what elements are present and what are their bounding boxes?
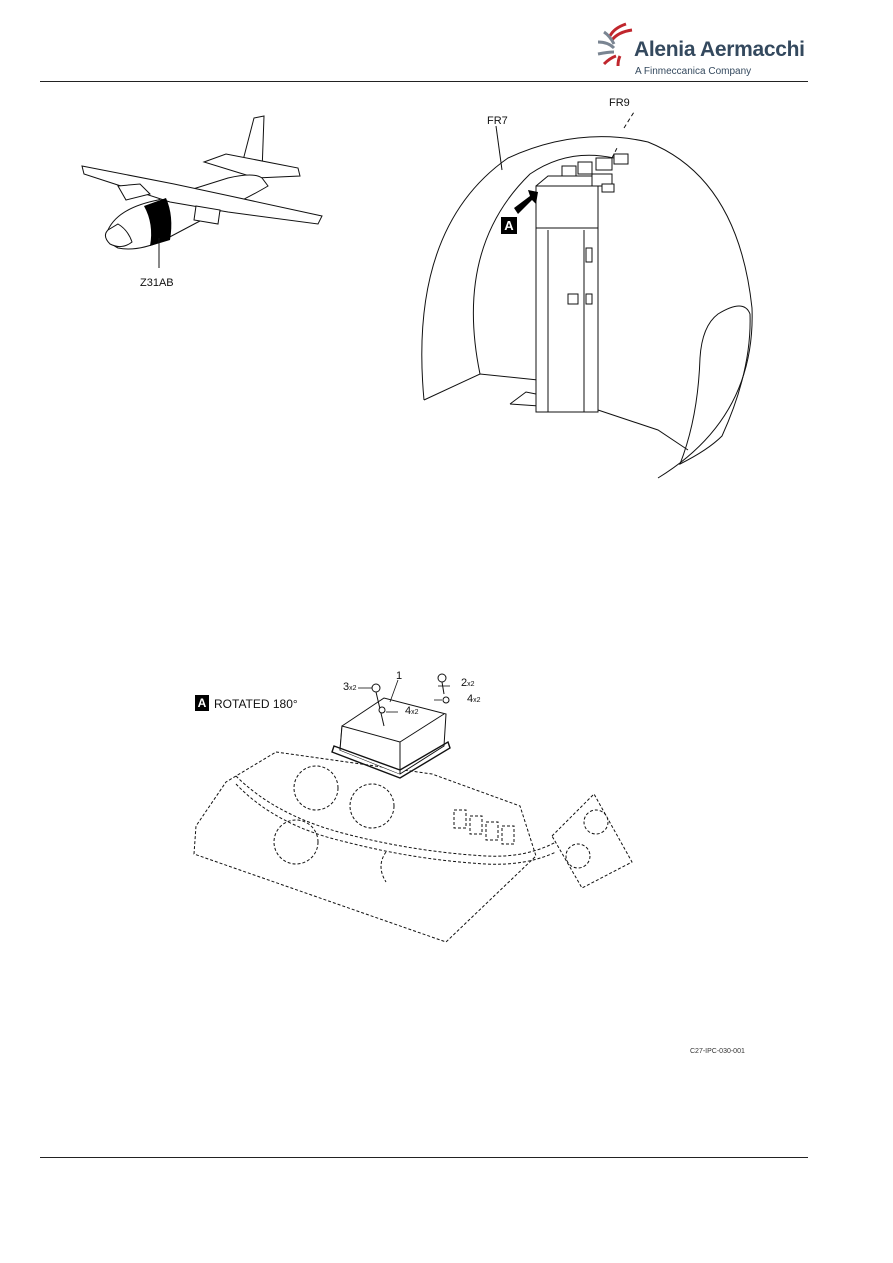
- item-callout-4-right: 4x2: [467, 693, 481, 705]
- item-callout-4-right-qty: x2: [473, 697, 481, 704]
- item-callout-3-number: 3: [343, 681, 350, 693]
- footer-divider: [40, 1157, 808, 1158]
- item-callout-2-qty: x2: [467, 681, 475, 688]
- detail-installation-drawing: [186, 666, 646, 946]
- brand-name: Alenia Aermacchi: [634, 38, 805, 61]
- figure-reference: C27-IPC-030-001: [690, 1048, 745, 1055]
- frame-label-fr9: FR9: [609, 97, 630, 109]
- brand-tagline: A Finmeccanica Company: [635, 66, 752, 77]
- item-callout-3: 3x2: [343, 681, 357, 693]
- aircraft-locator-drawing: [78, 112, 338, 282]
- zone-label: Z31AB: [140, 277, 174, 289]
- header-divider: [40, 81, 808, 82]
- item-callout-4-center-number: 4: [405, 705, 412, 717]
- view-callout-a: A: [501, 217, 517, 234]
- item-callout-4-center: 4x2: [405, 705, 419, 717]
- frame-label-fr7: FR7: [487, 115, 508, 127]
- detail-view-callout-a: A: [195, 695, 209, 711]
- item-callout-1: 1: [396, 670, 403, 682]
- item-callout-2: 2x2: [461, 677, 475, 689]
- item-callout-4-right-number: 4: [467, 693, 474, 705]
- item-callout-4-center-qty: x2: [411, 709, 419, 716]
- cockpit-frame-drawing: [418, 118, 758, 508]
- item-callout-2-number: 2: [461, 677, 468, 689]
- item-callout-3-qty: x2: [349, 685, 357, 692]
- company-logo-icon: [596, 22, 636, 68]
- detail-view-note: ROTATED 180°: [214, 697, 298, 711]
